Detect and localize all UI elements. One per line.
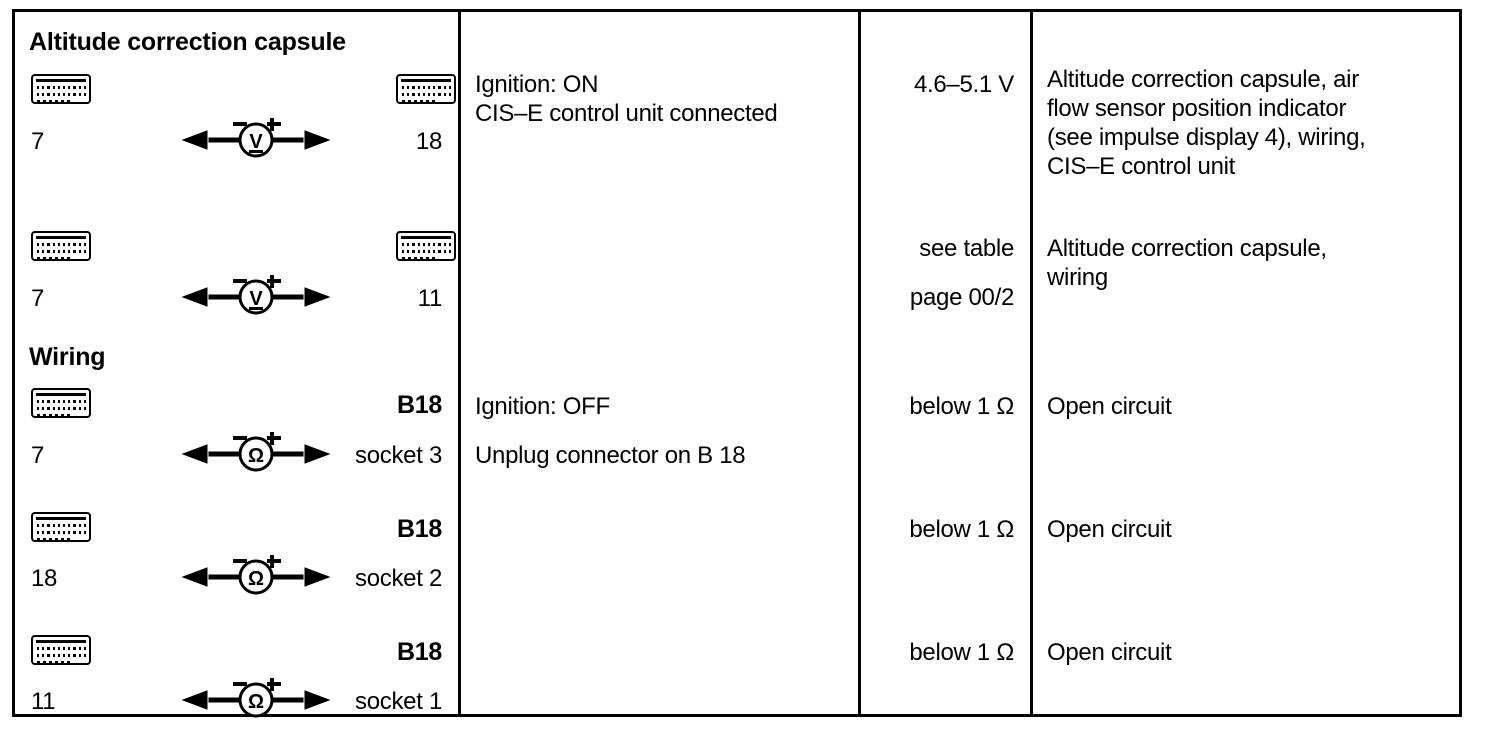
value-line: below 1 Ω	[909, 639, 1014, 666]
svg-text:Ω: Ω	[248, 568, 264, 590]
value-row-3: below 1 Ω	[909, 392, 1014, 421]
target-connector-label: B18	[397, 638, 442, 666]
description-row-2: Altitude correction capsule, wiring	[1047, 234, 1449, 292]
pin-number-right: 11	[417, 285, 443, 312]
value-row-1: 4.6–5.1 V	[914, 70, 1014, 99]
target-socket-label: socket 2	[355, 565, 442, 592]
column-diagram: Altitude correction capsule 7	[15, 12, 461, 718]
target-socket-label: socket 3	[355, 442, 442, 469]
pin-number-left: 7	[31, 442, 45, 469]
value-line: page 00/2	[909, 284, 1014, 311]
svg-text:Ω: Ω	[248, 445, 264, 467]
svg-text:V: V	[249, 131, 263, 153]
connector-plug-icon	[31, 74, 91, 104]
connector-plug-icon	[31, 512, 91, 542]
description-line: Altitude correction capsule, air	[1047, 66, 1359, 93]
description-row-4: Open circuit	[1047, 515, 1449, 544]
voltmeter-icon: V	[181, 275, 331, 319]
connector-plug-icon	[396, 231, 456, 261]
description-line: Altitude correction capsule,	[1047, 235, 1327, 262]
description-line: Open circuit	[1047, 516, 1172, 543]
connector-plug-icon	[31, 635, 91, 665]
pin-number-left: 11	[31, 688, 56, 715]
value-line: see table	[919, 235, 1014, 262]
voltmeter-icon: V	[181, 118, 331, 162]
pin-number-left: 7	[31, 128, 45, 155]
value-row-4: below 1 Ω	[909, 515, 1014, 544]
condition-line: Ignition: OFF	[475, 393, 610, 420]
value-line: below 1 Ω	[909, 393, 1014, 420]
target-connector-label: B18	[397, 391, 442, 419]
connector-plug-icon	[31, 231, 91, 261]
ohmmeter-icon: Ω	[181, 432, 331, 476]
ohmmeter-icon: Ω	[181, 555, 331, 599]
condition-line: CIS–E control unit connected	[475, 100, 778, 127]
svg-text:Ω: Ω	[248, 691, 264, 713]
connector-plug-icon	[31, 388, 91, 418]
description-line: (see impulse display 4), wiring,	[1047, 124, 1366, 151]
description-line: Open circuit	[1047, 639, 1172, 666]
column-description: Altitude correction capsule, air flow se…	[1033, 12, 1459, 714]
column-condition: Ignition: ON CIS–E control unit connecte…	[461, 12, 861, 714]
test-table: Altitude correction capsule 7	[12, 9, 1462, 718]
target-connector-label: B18	[397, 515, 442, 543]
value-row-2: see table page 00/2	[910, 234, 1014, 312]
pin-number-left: 7	[31, 285, 45, 312]
pin-number-right: 18	[415, 128, 442, 155]
condition-row-3: Ignition: OFF Unplug connector on B 18	[475, 392, 746, 470]
description-line: CIS–E control unit	[1047, 153, 1236, 180]
connector-plug-icon	[396, 74, 456, 104]
value-line: 4.6–5.1 V	[913, 71, 1014, 98]
description-row-3: Open circuit	[1047, 392, 1449, 421]
column-value: 4.6–5.1 V see table page 00/2 below 1 Ω …	[861, 12, 1033, 714]
pin-number-left: 18	[31, 565, 58, 592]
condition-line: Unplug connector on B 18	[475, 442, 746, 469]
value-line: below 1 Ω	[909, 516, 1014, 543]
condition-row-1: Ignition: ON CIS–E control unit connecte…	[475, 70, 778, 128]
value-row-5: below 1 Ω	[909, 638, 1014, 667]
description-line: flow sensor position indicator	[1047, 95, 1347, 122]
svg-text:V: V	[249, 288, 263, 310]
section-heading-wiring: Wiring	[29, 343, 106, 371]
condition-line: Ignition: ON	[475, 71, 599, 98]
section-heading-altitude: Altitude correction capsule	[29, 28, 346, 56]
description-line: Open circuit	[1047, 393, 1172, 420]
description-line: wiring	[1047, 264, 1108, 291]
description-row-5: Open circuit	[1047, 638, 1449, 667]
target-socket-label: socket 1	[355, 688, 442, 715]
ohmmeter-icon: Ω	[181, 678, 331, 722]
description-row-1: Altitude correction capsule, air flow se…	[1047, 65, 1449, 181]
